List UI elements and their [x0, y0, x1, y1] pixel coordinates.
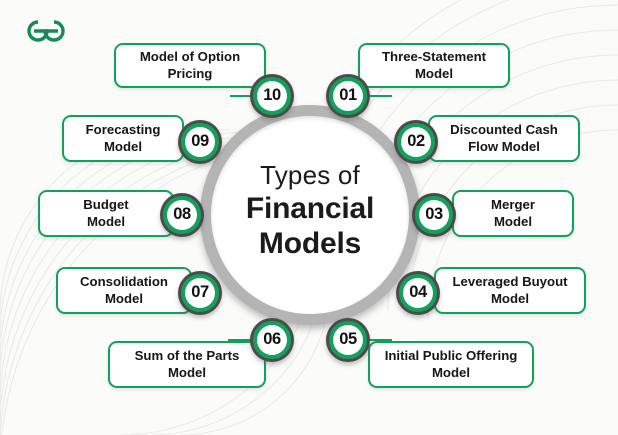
- badge-09[interactable]: 09: [178, 120, 222, 164]
- badge-04[interactable]: 04: [396, 271, 440, 315]
- center-title: Types of Financial Models: [211, 160, 409, 261]
- geeksforgeeks-logo-icon: [27, 20, 65, 42]
- connector-05: [362, 338, 392, 342]
- badge-number-05: 05: [332, 324, 364, 356]
- center-title-line-main-1: Financial: [245, 191, 375, 225]
- center-title-line-top: Types of: [260, 160, 360, 190]
- center-title-line-main-2: Models: [258, 227, 362, 261]
- center-donut-ring: [200, 105, 420, 325]
- badge-08[interactable]: 08: [160, 193, 204, 237]
- badge-01[interactable]: 01: [326, 74, 370, 118]
- connector-10: [230, 94, 264, 98]
- badge-06[interactable]: 06: [250, 318, 294, 362]
- badge-07[interactable]: 07: [178, 271, 222, 315]
- badge-05[interactable]: 05: [326, 318, 370, 362]
- badge-number-10: 10: [256, 80, 288, 112]
- badge-02[interactable]: 02: [394, 120, 438, 164]
- badge-10[interactable]: 10: [250, 74, 294, 118]
- badge-03[interactable]: 03: [412, 193, 456, 237]
